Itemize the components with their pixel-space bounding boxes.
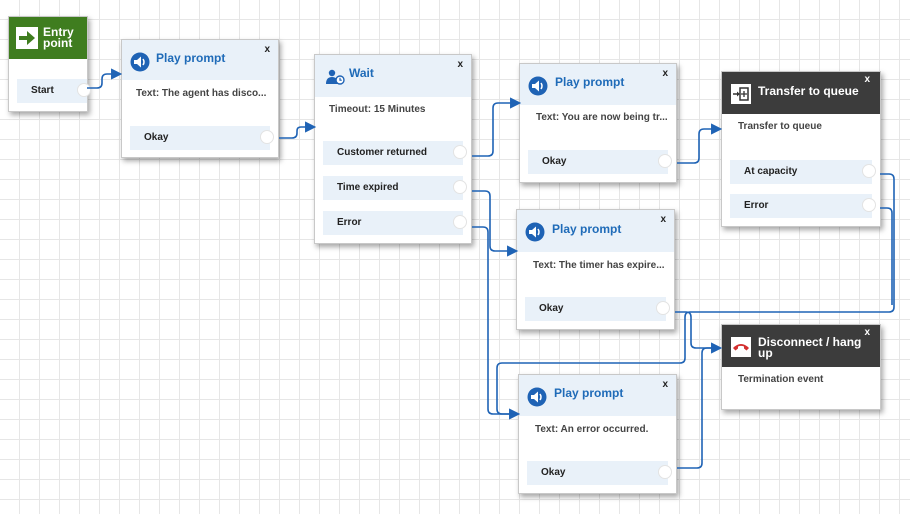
connector-queue-error-to-error-prompt xyxy=(880,207,893,305)
wait-error-port[interactable] xyxy=(453,215,467,229)
play-prompt-timer-header: Play prompt x xyxy=(517,210,674,252)
play-prompt-timer-okay-branch[interactable]: Okay xyxy=(525,297,670,321)
disconnect-desc: Termination event xyxy=(738,374,824,385)
play-prompt-error-title: Play prompt xyxy=(554,386,624,400)
play-prompt-error-text: Text: An error occurred. xyxy=(535,424,649,435)
connector-prompt-to-wait xyxy=(279,121,317,139)
transfer-error-branch[interactable]: Error xyxy=(730,194,876,218)
play-prompt-error-okay-branch[interactable]: Okay xyxy=(527,461,672,485)
connector-timer-okay-to-disconnect xyxy=(675,311,723,354)
disconnect-block[interactable]: Disconnect / hang up x Termination event xyxy=(721,324,881,410)
close-icon[interactable]: x xyxy=(457,59,463,70)
play-prompt-transfer-title: Play prompt xyxy=(555,75,625,89)
disconnect-header: Disconnect / hang up x xyxy=(722,325,880,367)
play-prompt-error-block[interactable]: Play prompt x Text: An error occurred. O… xyxy=(518,374,677,494)
okay-label: Okay xyxy=(144,132,169,143)
play-prompt-transfer-header: Play prompt x xyxy=(520,64,676,105)
close-icon[interactable]: x xyxy=(662,68,668,79)
play-prompt-agent-okay-branch[interactable]: Okay xyxy=(130,126,274,150)
connector-error-okay-to-disconnect xyxy=(677,347,720,469)
play-prompt-transfer-okay-branch[interactable]: Okay xyxy=(528,150,672,174)
play-prompt-timer-text: Text: The timer has expire... xyxy=(533,260,665,271)
okay-label: Okay xyxy=(542,156,567,167)
close-icon[interactable]: x xyxy=(660,214,666,225)
customer-returned-branch[interactable]: Customer returned xyxy=(323,141,467,165)
at-capacity-port[interactable] xyxy=(862,164,876,178)
play-prompt-timer-block[interactable]: Play prompt x Text: The timer has expire… xyxy=(516,209,675,330)
transfer-to-queue-title: Transfer to queue xyxy=(758,84,859,98)
time-expired-branch[interactable]: Time expired xyxy=(323,176,467,200)
play-prompt-error-header: Play prompt x xyxy=(519,375,676,416)
entry-point-header: Entry point xyxy=(9,17,87,59)
speaker-icon xyxy=(130,52,150,72)
okay-label: Okay xyxy=(539,303,564,314)
entry-point-title: Entry point xyxy=(43,25,74,50)
transfer-to-queue-block[interactable]: Transfer to queue x Transfer to queue At… xyxy=(721,71,881,227)
transfer-to-queue-desc: Transfer to queue xyxy=(738,121,822,132)
entry-point-block[interactable]: Entry point Start xyxy=(8,16,91,112)
at-capacity-label: At capacity xyxy=(744,166,798,177)
transfer-queue-icon xyxy=(731,84,751,104)
transfer-error-label: Error xyxy=(744,200,769,211)
time-expired-label: Time expired xyxy=(337,182,399,193)
time-expired-port[interactable] xyxy=(453,180,467,194)
play-prompt-agent-header: Play prompt x xyxy=(122,40,278,80)
okay-port[interactable] xyxy=(658,154,672,168)
start-port[interactable] xyxy=(77,83,91,97)
speaker-icon xyxy=(525,222,545,242)
connector-returned-to-prompt xyxy=(472,97,522,157)
connector-expired-to-prompt xyxy=(472,190,519,257)
wait-title: Wait xyxy=(349,66,374,80)
arrow-right-icon xyxy=(16,27,38,49)
okay-port[interactable] xyxy=(260,130,274,144)
close-icon[interactable]: x xyxy=(662,379,668,390)
connector-error-to-prompt xyxy=(472,226,521,420)
close-icon[interactable]: x xyxy=(864,74,870,85)
wait-error-branch[interactable]: Error xyxy=(323,211,467,235)
connector-prompt-to-transfer xyxy=(677,123,723,164)
play-prompt-agent-text: Text: The agent has disco... xyxy=(136,88,267,99)
close-icon[interactable]: x xyxy=(264,44,270,55)
start-label: Start xyxy=(31,85,54,96)
connector-start-to-prompt xyxy=(87,68,123,89)
speaker-icon xyxy=(527,387,547,407)
disconnect-title: Disconnect / hang up xyxy=(758,335,862,360)
okay-port[interactable] xyxy=(656,301,670,315)
phone-hangup-icon xyxy=(731,337,751,357)
transfer-to-queue-header: Transfer to queue x xyxy=(722,72,880,114)
play-prompt-timer-title: Play prompt xyxy=(552,222,622,236)
play-prompt-agent-title: Play prompt xyxy=(156,51,226,65)
play-prompt-agent-block[interactable]: Play prompt x Text: The agent has disco.… xyxy=(121,39,279,158)
wait-header: Wait x xyxy=(315,55,471,97)
wait-error-label: Error xyxy=(337,217,362,228)
wait-block[interactable]: Wait x Timeout: 15 Minutes Customer retu… xyxy=(314,54,472,244)
speaker-icon xyxy=(528,76,548,96)
person-clock-icon xyxy=(326,69,345,85)
play-prompt-transfer-block[interactable]: Play prompt x Text: You are now being tr… xyxy=(519,63,677,183)
wait-timeout-text: Timeout: 15 Minutes xyxy=(329,104,426,115)
okay-label: Okay xyxy=(541,467,566,478)
customer-returned-label: Customer returned xyxy=(337,147,428,158)
at-capacity-branch[interactable]: At capacity xyxy=(730,160,876,184)
close-icon[interactable]: x xyxy=(864,327,870,338)
start-branch[interactable]: Start xyxy=(17,79,91,103)
play-prompt-transfer-text: Text: You are now being tr... xyxy=(536,112,668,123)
customer-returned-port[interactable] xyxy=(453,145,467,159)
okay-port[interactable] xyxy=(658,465,672,479)
transfer-error-port[interactable] xyxy=(862,198,876,212)
